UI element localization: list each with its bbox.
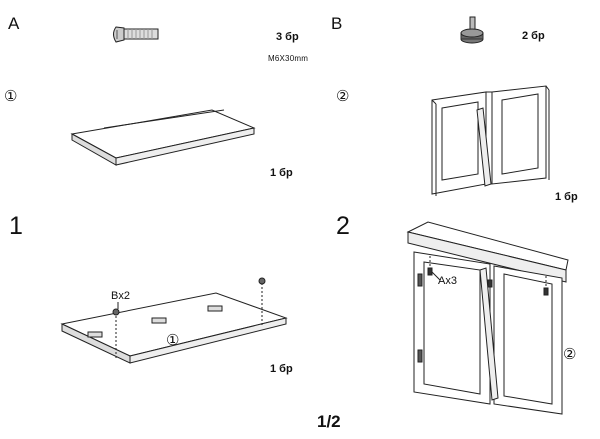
screw-a-icon [113,26,159,43]
step-two-marker: ② [563,346,577,363]
step-one-marker: ① [166,332,180,349]
component-one-qty: 1 бр [270,167,293,179]
step-two-callout: Ax3 [438,275,457,287]
callout-ax3-leader [431,271,441,281]
component-one-marker: ① [4,88,18,105]
component-two-qty: 1 бр [555,191,578,203]
tabletop-board-icon [70,109,256,166]
part-a-letter: A [8,14,20,33]
step-one-qty: 1 бр [270,363,293,375]
part-b-qty: 2 бр [522,30,545,42]
part-a-spec: M6X30mm [268,54,309,63]
leveling-foot-b-icon [460,16,484,44]
part-b-letter: B [331,14,343,33]
component-two-marker: ② [336,88,350,105]
folding-frame-icon [431,85,550,196]
part-a-qty: 3 бр [276,31,299,43]
step-one-callout: Bx2 [111,290,130,302]
step-one-number: 1 [9,212,23,240]
step-two-number: 2 [336,212,350,240]
step2-illustration [406,221,569,415]
step1-illustration [60,277,288,364]
page-number: 1/2 [317,412,341,431]
